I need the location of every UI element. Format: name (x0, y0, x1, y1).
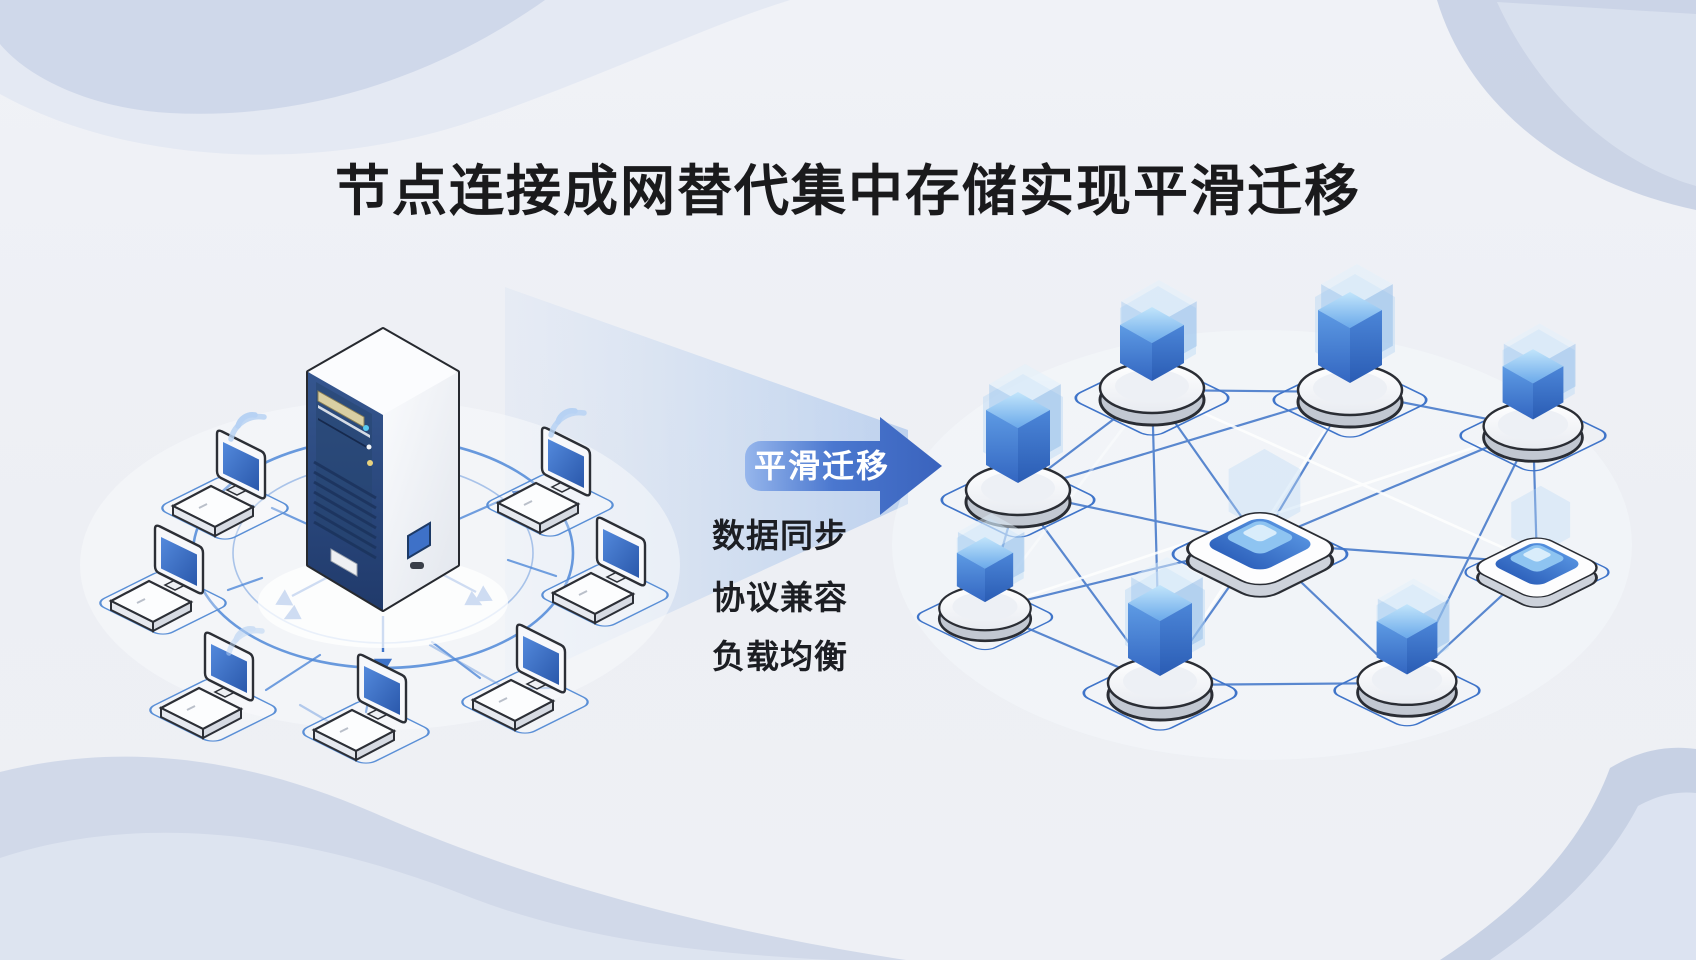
corner-wave-top-left (0, 0, 790, 155)
mesh-network-illustration (910, 262, 1617, 735)
centralized-cluster-illustration (93, 327, 675, 768)
corner-wave-top-right (1437, 0, 1696, 210)
server-tower-icon (258, 327, 508, 648)
migration-arrow-label: 平滑迁移 (753, 448, 890, 484)
feature-label-protocol-compat: 协议兼容 (712, 579, 848, 616)
feature-label-load-balance: 负载均衡 (712, 638, 848, 675)
migration-arrow (745, 417, 942, 515)
page-title: 节点连接成网替代集中存储实现平滑迁移 (334, 160, 1361, 222)
feature-label-data-sync: 数据同步 (712, 517, 848, 554)
corner-wave-bottom-right (1440, 747, 1696, 960)
corner-wave-bottom-left (0, 756, 906, 960)
